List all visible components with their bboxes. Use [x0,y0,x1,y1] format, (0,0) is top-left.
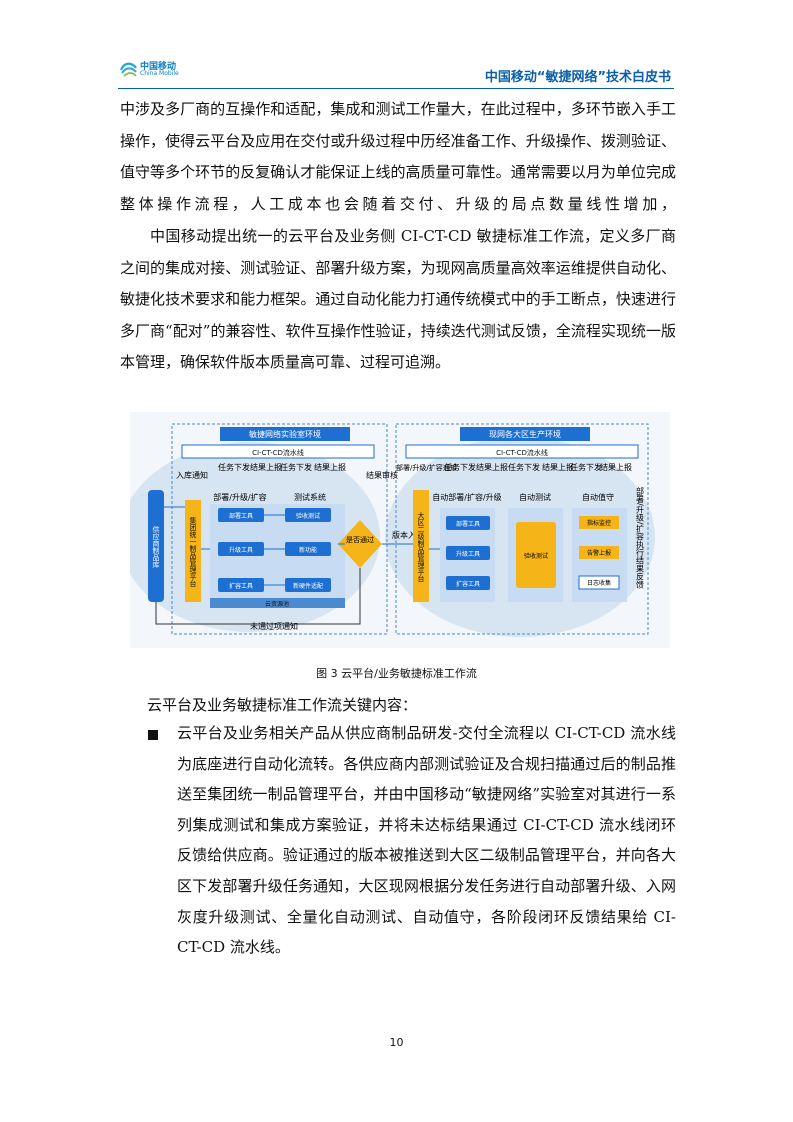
bullet-icon [148,730,158,740]
auto-watch-label: 自动值守 [582,492,614,502]
china-mobile-logo-icon [119,62,137,77]
tool-box-1 [218,508,264,522]
region-tool-label-2: 升级工具 [456,550,480,558]
label-feedback: 部署/升级/扩容执行结果反馈 [636,486,645,589]
figure-caption: 图 3 云平台/业务敏捷标准工作流 [316,667,477,680]
pipeline-left [181,444,375,459]
label-report2: 结果上报 [314,462,346,472]
paragraph-2: 中国移动提出统一的云平台及业务侧 CI-CT-CD 敏捷标准工作流，定义多厂商之… [120,227,676,371]
supplier-repo [148,490,164,602]
cloud-env-bar [210,598,345,608]
tool-box-3 [218,578,264,592]
label-task4: 任务下发 [508,462,540,472]
label-report1: 结果上报 [250,462,282,472]
test-box-3 [285,578,331,592]
watch-box-2 [579,546,619,559]
label-fail: 未通过项通知 [250,621,298,631]
label-deploy-notice: 部署/升级/扩容通知 [396,463,457,472]
label-version-in: 版本入库 [392,530,424,540]
workflow-diagram: 敏捷网络实验室环境 现网各大区生产环境 CI-CT-CD流水线 CI-CT-CD… [130,423,655,637]
label-task5: 任务下发 [570,462,602,472]
page-number: 10 [389,1036,404,1049]
tool-label-3: 扩容工具 [229,582,253,590]
auto-test-label: 自动测试 [519,492,551,502]
group-platform [185,500,201,602]
label-report5: 结果上报 [600,462,632,472]
lab-env-box [171,423,388,635]
decision-label: 是否通过 [346,535,374,544]
label-report4: 结果上报 [542,462,574,472]
bullet-item: 云平台及业务相关产品从供应商制品研发-交付全流程以 CI-CT-CD 流水线为底… [177,724,676,957]
cloud-env-label: 云资源池 [265,600,289,608]
group-platform-label: 集团统一制品管理平台 [189,516,197,588]
tool-label-1: 部署工具 [229,512,253,520]
test-label-1: 验收测试 [296,512,320,520]
acceptance-label: 验收测试 [524,552,548,560]
prod-env-header [460,427,590,441]
tool-label-2: 升级工具 [229,546,253,554]
test-label-3: 新硬件适配 [293,582,323,590]
watch-label-1: 指标监控 [587,519,611,527]
acceptance-box [516,522,556,588]
pipeline-left-label: CI-CT-CD流水线 [252,448,304,457]
region-platform [413,490,429,602]
region-tool-label-1: 部署工具 [456,520,480,528]
workflow-figure: 敏捷网络实验室环境 现网各大区生产环境 CI-CT-CD流水线 CI-CT-CD… [130,412,670,648]
supplier-repo-label: 供应商制品库 [152,525,160,569]
region-tool-label-3: 扩容工具 [456,580,480,588]
prod-env-box [395,423,649,635]
label-review: 结果审核 [366,470,398,480]
label-ruku: 入库通知 [176,470,208,480]
region-tool-box-3 [446,576,490,590]
decision-diamond [338,520,382,568]
test-box-2 [285,542,331,556]
watch-box-1 [579,516,619,529]
watch-label-2: 告警上报 [587,549,611,557]
logo-text-cn: 中国移动 [140,62,177,72]
tool-box-2 [218,542,264,556]
lab-env-header [220,427,350,441]
region-platform-label: 大区二级制品管理平台 [417,511,425,583]
region-tool-box-1 [446,516,490,530]
label-report3: 结果上报 [476,462,508,472]
watch-box-3 [578,575,620,590]
pipeline-right [405,444,639,459]
auto-deploy-label: 自动部署/扩容/升级 [432,492,501,502]
lab-env-label: 敏捷网络实验室环境 [249,429,321,439]
fail-loop-arrow [155,568,361,625]
label-task1: 任务下发 [218,462,250,472]
list-lead: 云平台及业务敏捷标准工作流关键内容： [147,696,418,714]
deploy-group-label: 部署/升级/扩容 [213,492,266,502]
pipeline-right-label: CI-CT-CD流水线 [496,448,548,457]
region-tool-box-2 [446,546,490,560]
watch-label-3: 日志收集 [587,579,611,587]
test-label-2: 新功能 [299,546,317,554]
label-task2: 任务下发 [280,462,312,472]
test-group-label: 测试系统 [294,492,326,502]
test-box-1 [285,508,331,522]
label-task3: 任务下发 [444,462,476,472]
document-title: 中国移动“敏捷网络”技术白皮书 [484,70,671,85]
header-divider [118,88,674,89]
page-header: 中国移动 China Mobile 中国移动“敏捷网络”技术白皮书 [0,0,793,100]
logo-text-en: China Mobile [140,70,179,77]
prod-env-label: 现网各大区生产环境 [489,429,561,439]
paragraph-1: 中涉及多厂商的互操作和适配，集成和测试工作量大，在此过程中，多环节嵌入手工操作，… [120,100,676,213]
